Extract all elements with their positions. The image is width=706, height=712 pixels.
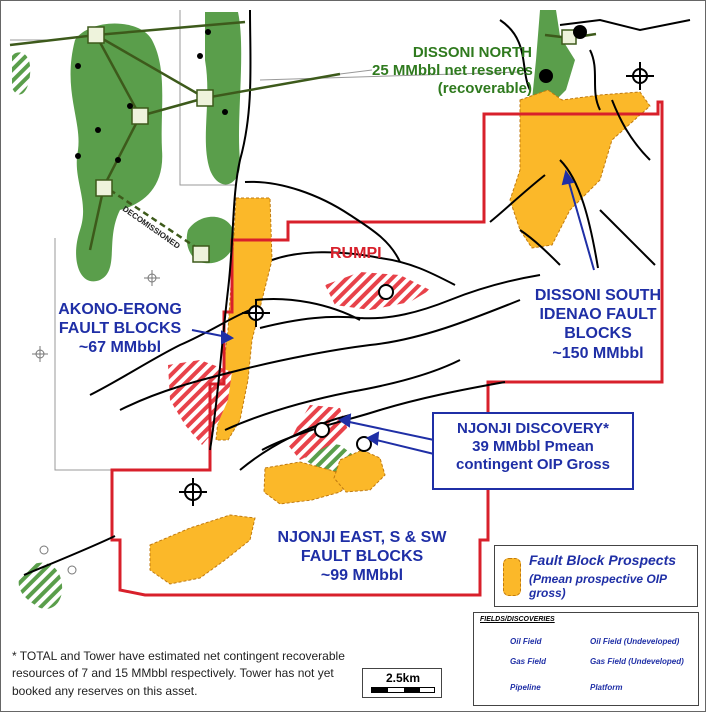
scale-bar-graphic (371, 687, 435, 693)
njonji-east-line-2: FAULT BLOCKS (300, 548, 424, 566)
dissoni-north-reserves: 25 MMbbl net reserves (372, 62, 533, 79)
dissoni-north-leader (339, 69, 373, 75)
undeveloped-oil-field (12, 52, 31, 95)
akono-erong-label: AKONO-ERONG FAULT BLOCKS ~67 MMbbl (46, 300, 194, 358)
prospect-legend-title: Fault Block Prospects (529, 552, 677, 568)
wells (75, 25, 587, 163)
legend-oil-field: Oil Field (510, 637, 542, 646)
dissoni-north-title: DISSONI NORTH (412, 44, 532, 61)
legend-gas-field: Gas Field (510, 657, 547, 666)
dissoni-south-line-4: ~150 MMbbl (552, 344, 644, 362)
decommissioned-label: DECOMISSIONED (121, 204, 182, 251)
dissoni-south-line-3: BLOCKS (564, 325, 632, 343)
dissoni-south-label: DISSONI SOUTH IDENAO FAULT BLOCKS ~150 M… (520, 286, 676, 363)
legend-gas-field-undev: Gas Field (Undeveloped) (590, 657, 684, 666)
dissoni-south-line-2: IDENAO FAULT (539, 306, 657, 324)
dissoni-south-line-1: DISSONI SOUTH (534, 287, 662, 304)
njonji-east-line-3: ~99 MMbbl (320, 567, 404, 585)
undeveloped-oil-field-sw (18, 562, 63, 609)
platforms (87, 26, 577, 263)
njonji-east-label: NJONJI EAST, S & SW FAULT BLOCKS ~99 MMb… (262, 528, 462, 586)
njonji-discovery-line-1: NJONJI DISCOVERY* (457, 420, 609, 437)
footnote: * TOTAL and Tower have estimated net con… (12, 649, 345, 698)
dissoni-north-note: (recoverable) (437, 80, 532, 97)
prospect-legend-subtitle: (Pmean prospective OIP gross) (529, 572, 667, 601)
njonji-discovery-line-2: 39 MMbbl Pmean (472, 438, 594, 455)
fields-legend: FIELDS/DISCOVERIES Oil Field Oil Field (… (473, 612, 699, 706)
scale-bar: 2.5km (362, 668, 442, 698)
legend-oil-field-undev: Oil Field (Undeveloped) (590, 637, 680, 646)
akono-line-3: ~67 MMbbl (78, 339, 162, 357)
rumpi-label: RUMPI (330, 245, 382, 262)
faults (23, 9, 691, 576)
legend-platform: Platform (590, 683, 623, 692)
prospect-swatch (503, 558, 521, 596)
legend-heading: FIELDS/DISCOVERIES (480, 616, 555, 623)
akono-line-2: FAULT BLOCKS (58, 320, 182, 338)
wells-dry (32, 270, 160, 575)
legend-pipeline: Pipeline (510, 683, 541, 692)
njonji-east-line-1: NJONJI EAST, S & SW (277, 529, 447, 546)
oil-fields (70, 10, 575, 282)
scale-bar-label: 2.5km (385, 671, 421, 685)
njonji-discovery-line-3: contingent OIP Gross (456, 456, 610, 473)
akono-line-1: AKONO-ERONG (58, 301, 182, 318)
prospect-legend: Fault Block Prospects (Pmean prospective… (494, 545, 698, 607)
annotation-arrows (191, 169, 595, 455)
dissoni-north-label: DISSONI NORTH 25 MMbbl net reserves (rec… (372, 44, 533, 98)
njonji-discovery-callout: NJONJI DISCOVERY* 39 MMbbl Pmean conting… (432, 412, 634, 490)
wells-open (179, 62, 654, 506)
